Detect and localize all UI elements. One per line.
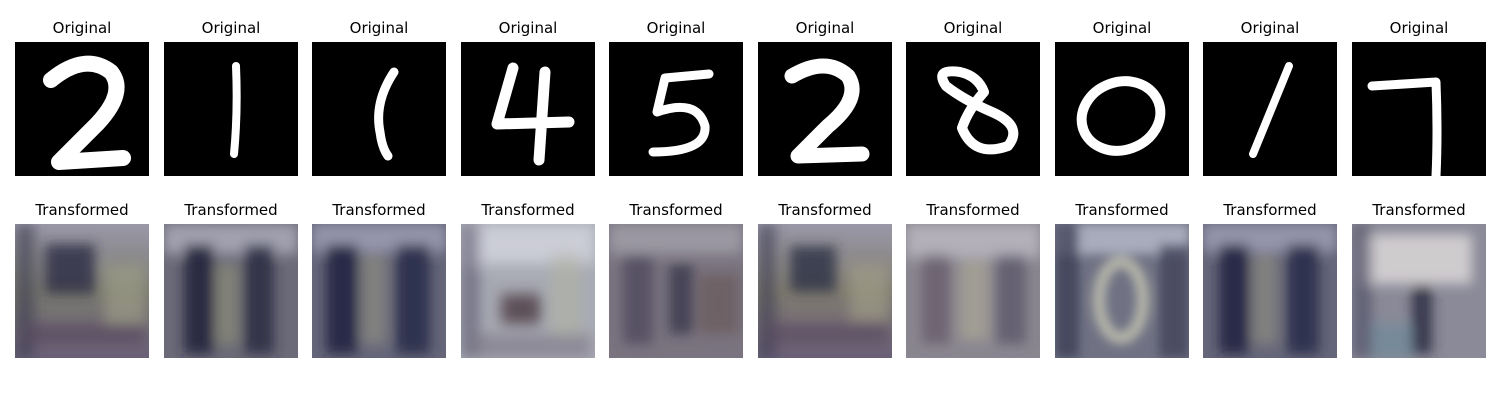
original-title: Original [795, 19, 855, 37]
original-title: Original [1092, 19, 1152, 37]
transformed-title: Transformed [926, 201, 1020, 219]
transformed-title: Transformed [481, 201, 575, 219]
original-title: Original [498, 19, 558, 37]
transformed-image [609, 224, 743, 358]
transformed-title: Transformed [35, 201, 129, 219]
transformed-title: Transformed [332, 201, 426, 219]
transformed-image [312, 224, 446, 358]
original-digit-image [609, 42, 743, 176]
original-digit-image [906, 42, 1040, 176]
original-title: Original [646, 19, 706, 37]
transformed-title: Transformed [1075, 201, 1169, 219]
original-digit-image [1055, 42, 1189, 176]
original-title: Original [1240, 19, 1300, 37]
original-title: Original [52, 19, 112, 37]
transformed-title: Transformed [184, 201, 278, 219]
original-digit-image [1203, 42, 1337, 176]
transformed-image [758, 224, 892, 358]
transformed-image [1203, 224, 1337, 358]
transformed-title: Transformed [629, 201, 723, 219]
original-digit-image [312, 42, 446, 176]
original-title: Original [349, 19, 409, 37]
original-title: Original [1389, 19, 1449, 37]
original-digit-image [758, 42, 892, 176]
original-digit-image [1352, 42, 1486, 176]
transformed-title: Transformed [778, 201, 872, 219]
original-digit-image [15, 42, 149, 176]
transformed-title: Transformed [1372, 201, 1466, 219]
original-digit-image [461, 42, 595, 176]
transformed-image [164, 224, 298, 358]
transformed-image [461, 224, 595, 358]
original-title: Original [943, 19, 1003, 37]
original-digit-image [164, 42, 298, 176]
transformed-image [15, 224, 149, 358]
original-title: Original [201, 19, 261, 37]
transformed-title: Transformed [1223, 201, 1317, 219]
transformed-image [1352, 224, 1486, 358]
transformed-image [1055, 224, 1189, 358]
transformed-image [906, 224, 1040, 358]
